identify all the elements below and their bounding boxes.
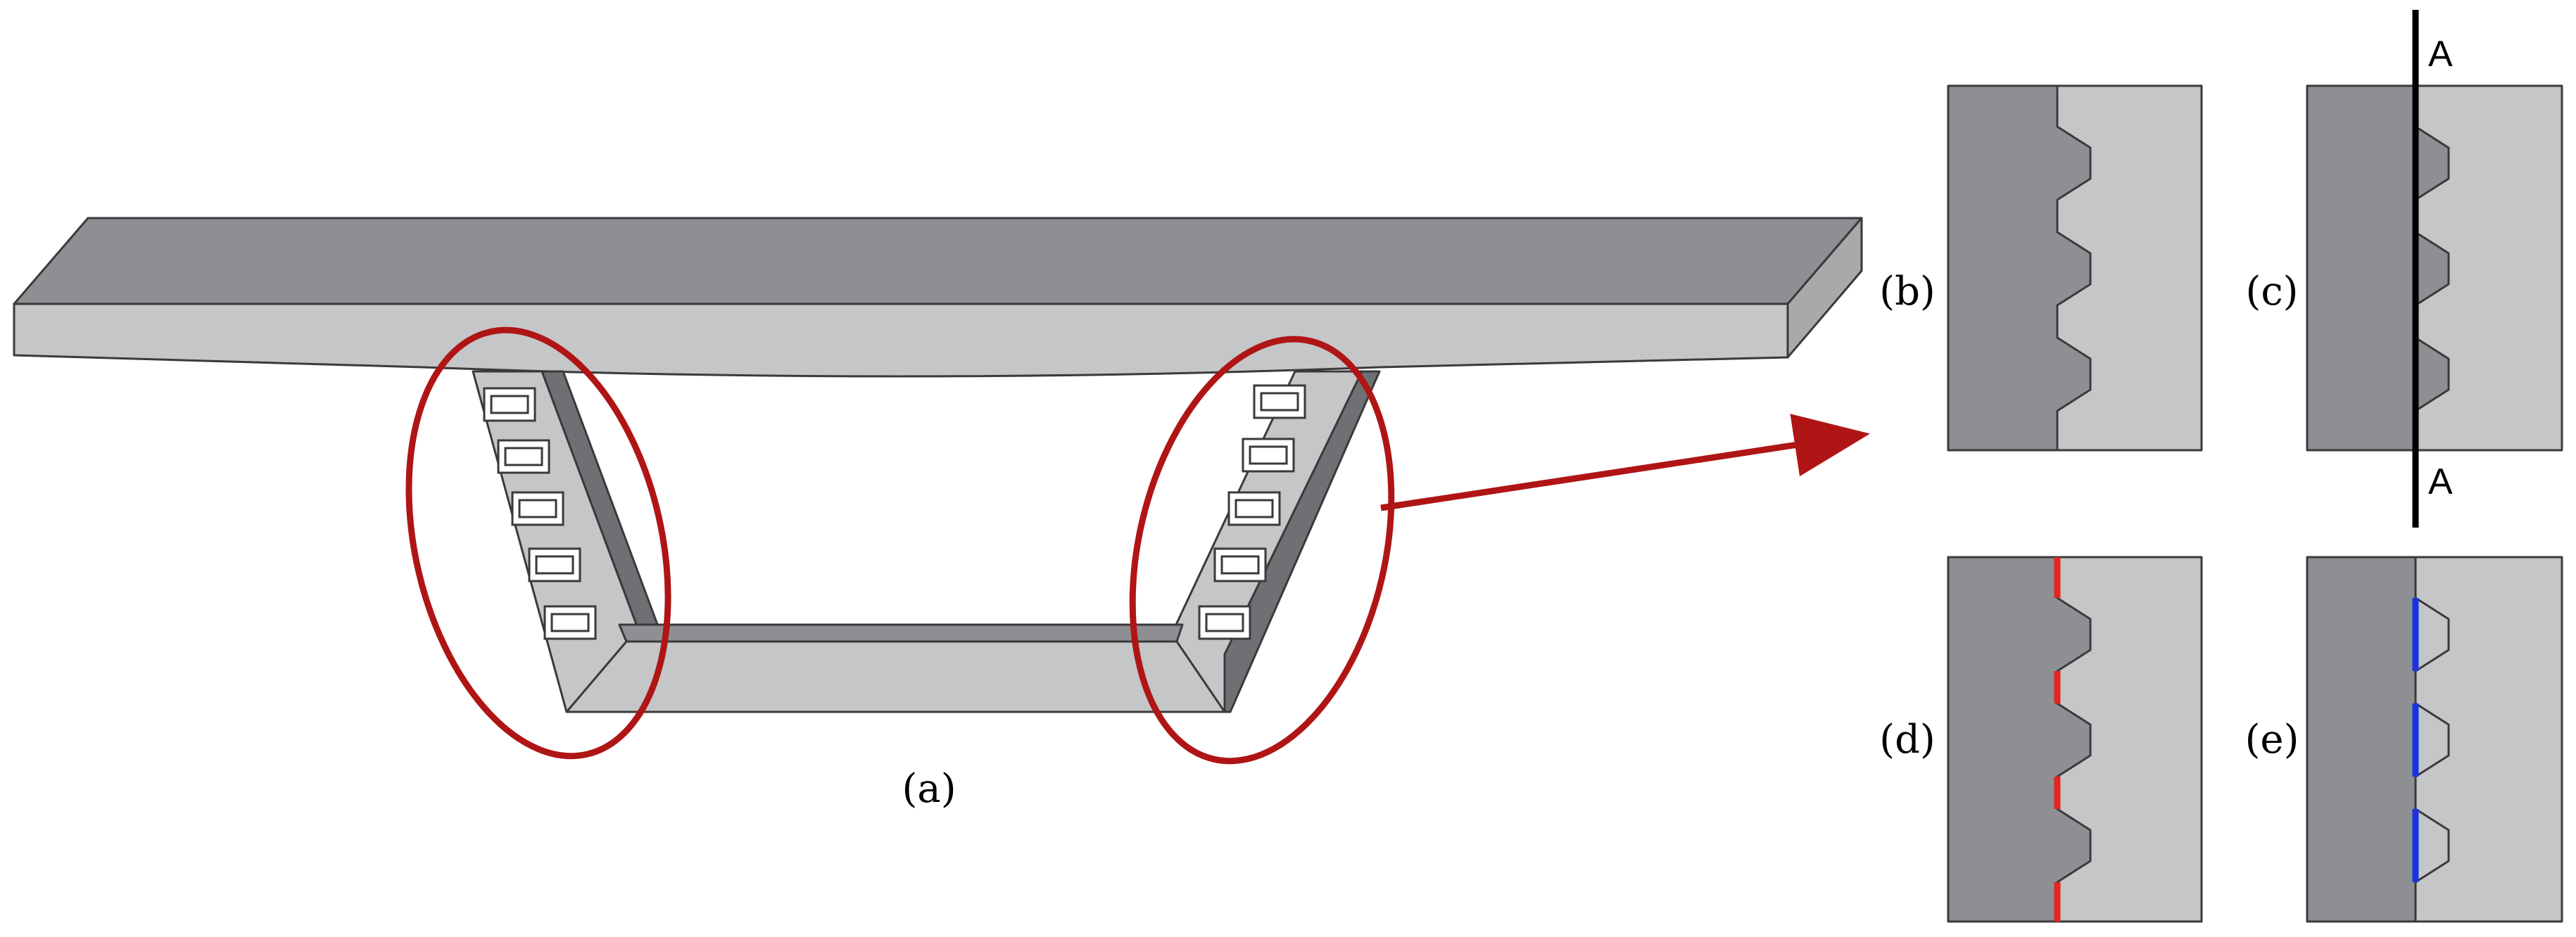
panel-b-left-segment [1947,84,2092,452]
panel-d-left-segment [1947,556,2092,923]
shear-key [1213,547,1267,582]
panel-c-section-view [2306,84,2563,452]
panel-e-key-outline [2415,808,2450,884]
shear-key [497,439,550,474]
right-web-highlight-ellipse [1129,336,1395,765]
bottom-slab-front-face [565,640,1226,713]
section-label-bottom: A [2428,461,2453,502]
top-slab-surface [13,217,1863,305]
shear-key [1242,438,1295,473]
shear-key [1198,605,1251,640]
panel-e-key-outline [2415,702,2450,778]
panel-a-box-girder [13,217,1863,713]
panel-b-label: (b) [1879,269,1936,314]
panel-a-label: (a) [902,766,956,812]
shear-key [511,491,564,526]
left-web-highlight-ellipse [405,326,671,760]
panel-c-left-segment [2306,84,2417,452]
panel-e-key-outline [2415,597,2450,673]
panel-e-label: (e) [2245,717,2299,763]
panel-e-keyed-joint [2306,556,2563,923]
panel-c-label: (c) [2245,269,2298,314]
right-web-shear-keys [1198,384,1306,640]
left-web-shear-keys [483,387,597,640]
detail-arrow [1380,414,1870,511]
shear-key [528,547,581,582]
shear-key [483,387,536,422]
panel-b-keyed-joint [1947,84,2203,452]
top-slab-front-face [13,302,1789,378]
bottom-slab-top-surface [618,623,1184,643]
shear-key [1253,384,1306,419]
shear-key [1227,491,1281,526]
right-web-front-face [1163,370,1363,713]
shear-key [543,605,597,640]
panel-e-left-segment [2306,556,2417,923]
section-label-top: A [2428,34,2453,75]
panel-d-label: (d) [1879,717,1936,763]
panel-d-keyed-joint [1947,556,2203,923]
